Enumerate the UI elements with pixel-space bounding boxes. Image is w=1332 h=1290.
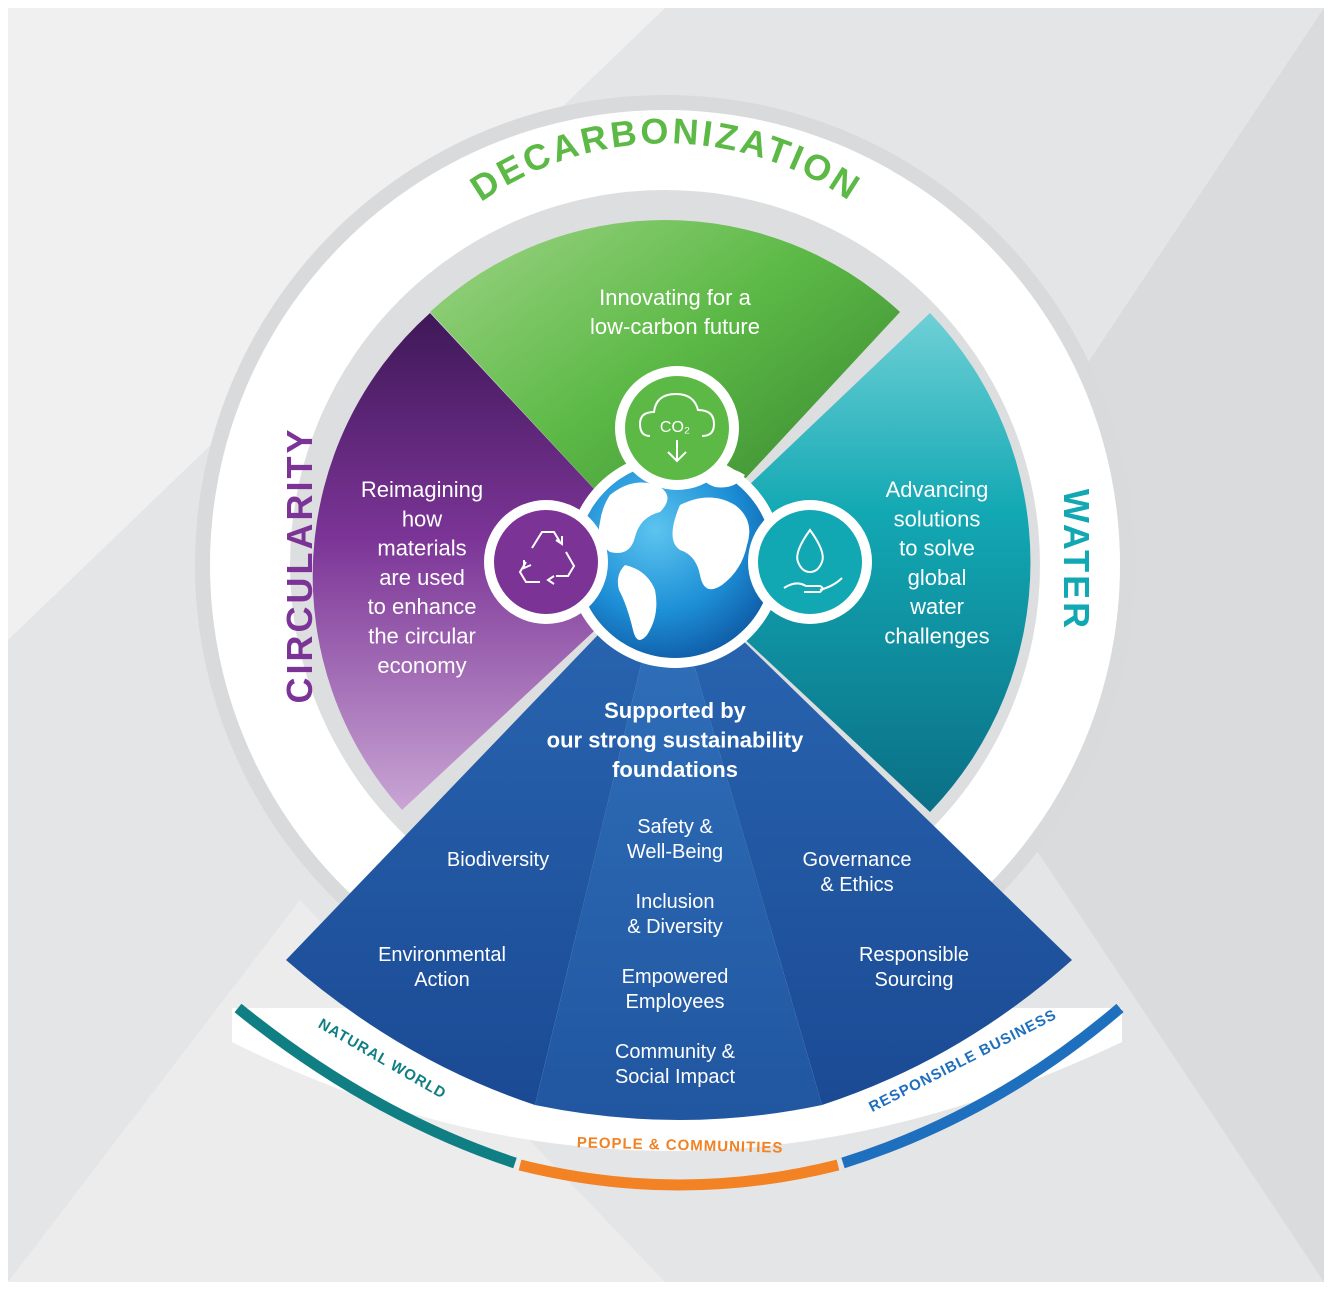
responsible-business-item: & Ethics: [820, 874, 893, 896]
natural-world-item: Action: [414, 969, 470, 991]
responsible-business-item: Responsible: [859, 944, 969, 966]
water-text-line: to solve: [899, 536, 975, 561]
water-text-line: global: [908, 565, 967, 590]
responsible-business-sector: [665, 565, 1072, 1105]
svg-text:CO₂: CO₂: [660, 419, 690, 436]
decarbonization-text: Innovating for a low-carbon future: [590, 285, 760, 339]
people-communities-label: PEOPLE & COMMUNITIES: [577, 1134, 784, 1156]
people-communities-item: Empowered: [622, 966, 729, 988]
people-communities-item: Inclusion: [636, 891, 715, 913]
water-label: WATER: [1056, 489, 1097, 631]
circularity-label: CIRCULARITY: [279, 427, 320, 704]
water-text-line: solutions: [894, 506, 981, 531]
circularity-text-line: the circular: [368, 624, 476, 649]
co2-cloud-icon: CO₂: [615, 366, 739, 490]
circularity-text-line: materials: [377, 536, 466, 561]
circularity-text-line: are used: [379, 565, 465, 590]
foundations-title-line: our strong sustainability: [547, 728, 804, 753]
water-text-line: water: [909, 594, 964, 619]
circularity-text-line: to enhance: [368, 594, 477, 619]
natural-world-sector: [286, 565, 665, 1105]
natural-world-item: Biodiversity: [447, 849, 549, 871]
decarbonization-text-line: Innovating for a: [599, 285, 751, 310]
decarbonization-text-line: low-carbon future: [590, 314, 760, 339]
people-communities-band: [518, 1159, 840, 1191]
people-communities-item: & Diversity: [627, 916, 723, 938]
recycle-icon: [484, 500, 608, 624]
circularity-text: Reimagining how materials are used to enhanc…: [361, 477, 483, 678]
water-drop-hand-icon: [748, 500, 872, 624]
people-communities-item: Safety &: [637, 816, 713, 838]
foundations-title: Supported by our strong sustainability fou…: [547, 698, 804, 782]
people-communities-item: Employees: [626, 991, 725, 1013]
responsible-business-band: [841, 1003, 1124, 1169]
people-communities-sector: [535, 565, 822, 1120]
people-communities-item: Well-Being: [627, 841, 723, 863]
people-communities-item: Social Impact: [615, 1066, 735, 1088]
responsible-business-item: Sourcing: [875, 969, 954, 991]
foundations-title-line: Supported by: [604, 698, 747, 723]
water-text-line: Advancing: [886, 477, 989, 502]
foundations-title-line: foundations: [612, 757, 738, 782]
responsible-business-item: Governance: [803, 849, 912, 871]
water-text-line: challenges: [884, 624, 989, 649]
natural-world-band: [234, 1003, 517, 1169]
circularity-text-line: Reimagining: [361, 477, 483, 502]
circularity-text-line: economy: [377, 653, 466, 678]
people-communities-item: Community &: [615, 1041, 736, 1063]
water-text: Advancing solutions to solve global water cha…: [884, 477, 989, 649]
natural-world-item: Environmental: [378, 944, 506, 966]
circularity-text-line: how: [402, 506, 442, 531]
background-facet: [8, 900, 665, 1282]
